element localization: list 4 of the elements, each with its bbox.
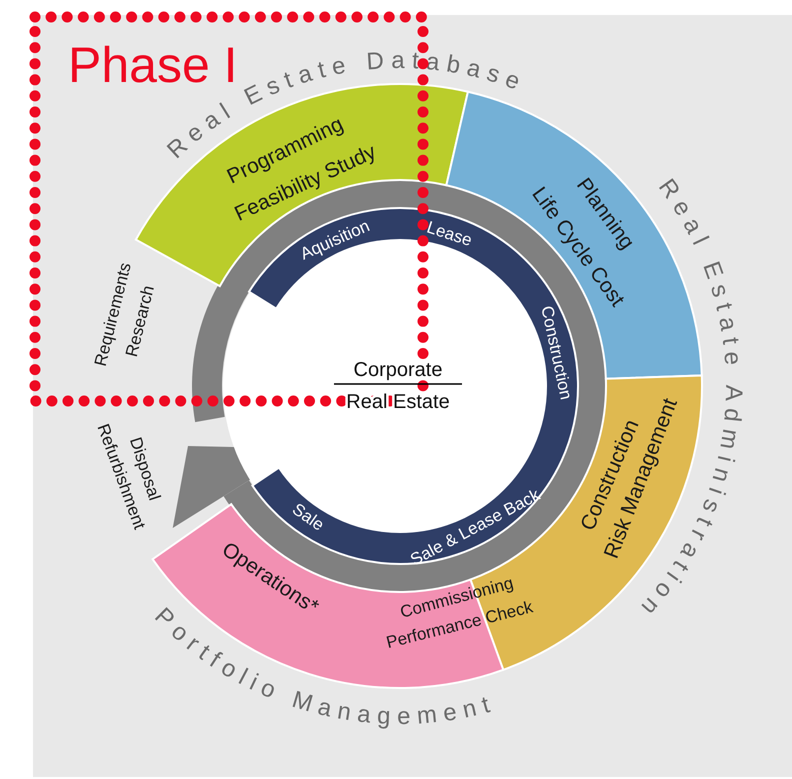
stage-label: Lease bbox=[424, 218, 474, 250]
stage-label: Construction bbox=[537, 304, 576, 402]
stage-label: Sale bbox=[288, 500, 328, 535]
phase-title: Phase I bbox=[68, 37, 238, 93]
